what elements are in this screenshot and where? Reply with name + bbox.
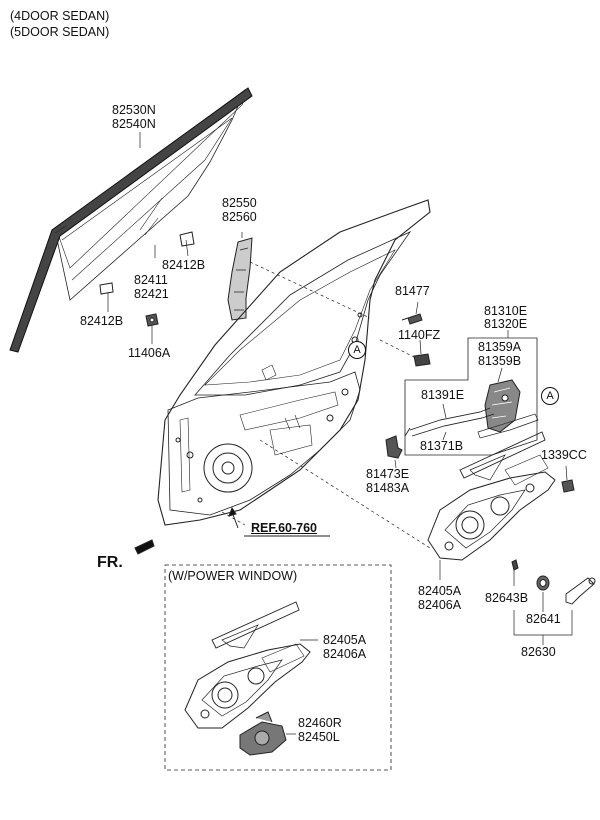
part-motor-a: 82460R bbox=[298, 716, 342, 730]
part-glass-a: 82530N bbox=[112, 103, 156, 117]
manual-regulator bbox=[427, 431, 556, 580]
callout-a-door: A bbox=[348, 341, 366, 359]
part-pw-regulator-b: 82406A bbox=[323, 647, 367, 661]
glass-clip-lower bbox=[99, 282, 114, 295]
reference-link[interactable]: REF.60-760 bbox=[251, 521, 318, 535]
front-arrow bbox=[134, 539, 155, 555]
part-holder-b: 82421 bbox=[134, 287, 169, 301]
part-handle-bezel: 82641 bbox=[526, 612, 561, 626]
window-motor bbox=[239, 711, 296, 756]
part-holder-a: 82411 bbox=[134, 273, 168, 287]
part-bolt-glass: 11406A bbox=[128, 346, 171, 360]
nut-1339cc bbox=[561, 465, 575, 493]
ref-arrow bbox=[228, 506, 330, 537]
part-latch-a: 81310E bbox=[484, 304, 528, 318]
part-regulator-b: 82406A bbox=[418, 598, 462, 612]
latch-group bbox=[404, 330, 539, 456]
part-actuator-b: 81359B bbox=[478, 354, 522, 368]
bolt-81477 bbox=[401, 301, 423, 325]
part-handle-assy: 82630 bbox=[521, 645, 556, 659]
part-striker-a: 81473E bbox=[366, 467, 410, 481]
part-rod-a: 81391E bbox=[421, 388, 465, 402]
nut-1140fz bbox=[413, 339, 431, 367]
part-nut-right: 1339CC bbox=[541, 448, 587, 462]
part-channel-a: 82550 bbox=[222, 196, 257, 210]
glass-bolt bbox=[145, 313, 159, 327]
part-clip-lower: 82412B bbox=[80, 314, 124, 328]
glass-run-channel bbox=[9, 87, 253, 353]
part-channel-b: 82560 bbox=[222, 210, 257, 224]
part-nut-top: 1140FZ bbox=[398, 328, 441, 342]
part-glass-b: 82540N bbox=[112, 117, 156, 131]
window-handle bbox=[511, 559, 596, 645]
part-motor-b: 82450L bbox=[298, 730, 340, 744]
part-striker-b: 81483A bbox=[366, 481, 410, 495]
variant-line-2: (5DOOR SEDAN) bbox=[10, 25, 110, 39]
power-window-regulator bbox=[184, 601, 318, 729]
front-direction-label: FR. bbox=[97, 554, 123, 571]
callout-a-latch: A bbox=[541, 387, 559, 405]
part-actuator-a: 81359A bbox=[478, 340, 522, 354]
part-rod-b: 81371B bbox=[420, 439, 464, 453]
variant-line-1: (4DOOR SEDAN) bbox=[10, 9, 110, 23]
glass-clip-upper bbox=[179, 231, 195, 247]
striker bbox=[385, 435, 403, 469]
power-window-box bbox=[164, 564, 392, 771]
part-clip-upper: 82412B bbox=[162, 258, 206, 272]
part-bolt-top: 81477 bbox=[395, 284, 430, 298]
reference-lines bbox=[221, 261, 431, 549]
door-frame bbox=[157, 199, 431, 526]
power-window-label: (W/POWER WINDOW) bbox=[168, 569, 298, 583]
part-pw-regulator-a: 82405A bbox=[323, 633, 367, 647]
part-latch-b: 81320E bbox=[484, 317, 528, 331]
part-regulator-a: 82405A bbox=[418, 584, 462, 598]
part-clip-handle: 82643B bbox=[485, 591, 529, 605]
rear-channel bbox=[227, 232, 253, 321]
